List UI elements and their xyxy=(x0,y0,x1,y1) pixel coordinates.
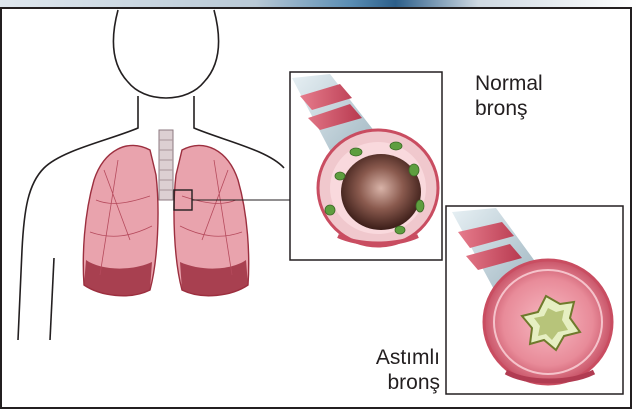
normal-bronchus-label: Normal bronş xyxy=(475,71,543,121)
left-lung xyxy=(83,145,158,295)
right-lung xyxy=(174,145,249,295)
asthma-label-line1: Astımlı xyxy=(336,345,440,370)
normal-bronchus-panel xyxy=(290,72,442,260)
trachea xyxy=(159,130,173,200)
normal-label-line2: bronş xyxy=(475,96,543,121)
asthma-bronchus-panel xyxy=(446,206,623,394)
asthma-bronchus-label: Astımlı bronş xyxy=(336,345,440,395)
normal-label-line1: Normal xyxy=(475,71,543,96)
asthma-label-line2: bronş xyxy=(336,370,440,395)
